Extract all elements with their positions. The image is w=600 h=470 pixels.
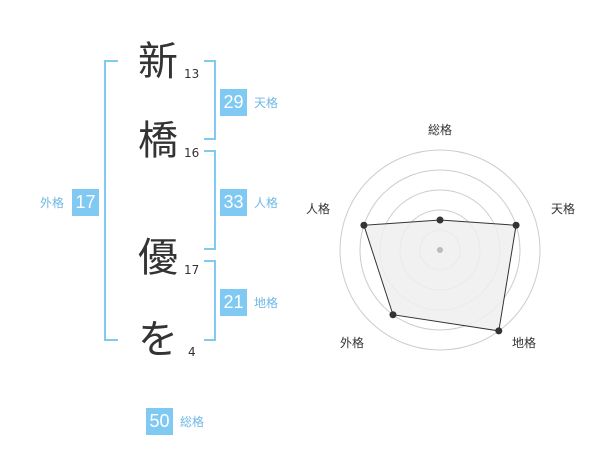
radar-label-soukaku: 総格 (427, 123, 452, 137)
radar-point (495, 327, 503, 335)
name-char-1: 新 (138, 39, 178, 85)
gaikaku-bracket (104, 60, 118, 341)
name-char-3: 優 (138, 235, 178, 281)
radar-label-tenkaku: 天格 (550, 202, 575, 216)
stroke-count-1: 13 (184, 67, 200, 81)
chikaku-label: 地格 (254, 296, 279, 310)
gaikaku-label: 外格 (40, 196, 65, 210)
gaikaku-value: 17 (72, 189, 99, 216)
name-char-2: 橋 (138, 118, 178, 164)
jinkaku-label: 人格 (254, 196, 279, 210)
name-char-4: を (138, 317, 178, 363)
soukaku-label: 総格 (180, 415, 205, 429)
radar-label-jinkaku: 人格 (305, 202, 330, 216)
radar-point (512, 221, 520, 229)
chikaku-bracket (204, 260, 216, 341)
stroke-count-4: 4 (188, 345, 196, 359)
radar-point (389, 311, 397, 319)
jinkaku-bracket (204, 150, 216, 250)
radar-grid-ring (339, 149, 541, 351)
soukaku-value: 50 (146, 408, 173, 435)
jinkaku-value: 33 (220, 189, 247, 216)
stroke-count-2: 16 (184, 146, 200, 160)
radar-point (436, 216, 444, 224)
radar-grid-ring (359, 169, 521, 331)
radar-center-dot (437, 247, 443, 253)
tenkaku-value: 29 (220, 89, 247, 116)
radar-label-gaikaku: 外格 (339, 336, 364, 350)
tenkaku-label: 天格 (254, 96, 279, 110)
stroke-count-3: 17 (184, 263, 200, 277)
tenkaku-bracket (204, 60, 216, 140)
radar-point (360, 221, 368, 229)
radar-area (363, 219, 517, 332)
chikaku-value: 21 (220, 289, 247, 316)
radar-label-chikaku: 地格 (511, 336, 536, 350)
